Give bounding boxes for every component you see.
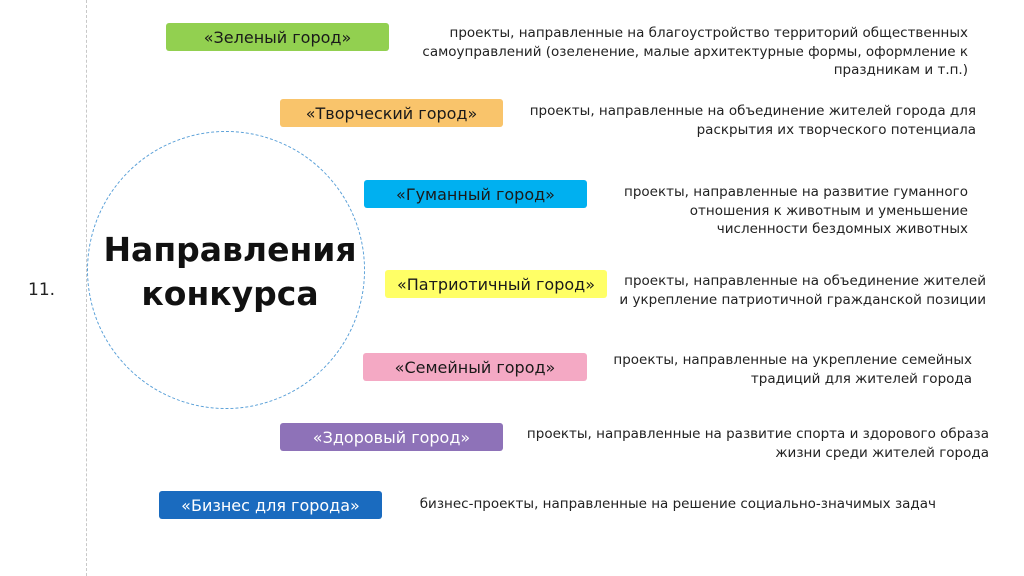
slide-number: 11. <box>28 280 56 300</box>
vertical-guide-line <box>86 0 87 576</box>
pill-humane-city: «Гуманный город» <box>364 180 587 208</box>
desc-creative-city: проекты, направленные на объединение жит… <box>529 103 976 138</box>
pill-creative-city: «Творческий город» <box>280 99 503 127</box>
desc-healthy-city: проекты, направленные на развитие спорта… <box>526 426 989 461</box>
pill-healthy-city: «Здоровый город» <box>280 423 503 451</box>
desc-green-city: проекты, направленные на благоустройство… <box>422 25 968 78</box>
desc-humane-city: проекты, направленные на развитие гуманн… <box>624 184 968 237</box>
desc-family-city: проекты, направленные на укрепление семе… <box>613 352 972 387</box>
pill-green-city: «Зеленый город» <box>166 23 389 51</box>
center-circle <box>87 131 365 409</box>
pill-business-for-city: «Бизнес для города» <box>159 491 382 519</box>
center-title-line-2: конкурса <box>141 274 319 313</box>
desc-patriotic-city: проекты, направленные на объединение жит… <box>619 273 986 308</box>
center-title: Направления конкурса <box>87 228 373 316</box>
center-title-line-1: Направления <box>103 230 357 269</box>
pill-patriotic-city: «Патриотичный город» <box>385 270 607 298</box>
pill-family-city: «Семейный город» <box>363 353 587 381</box>
desc-business-for-city: бизнес-проекты, направленные на решение … <box>419 496 936 512</box>
